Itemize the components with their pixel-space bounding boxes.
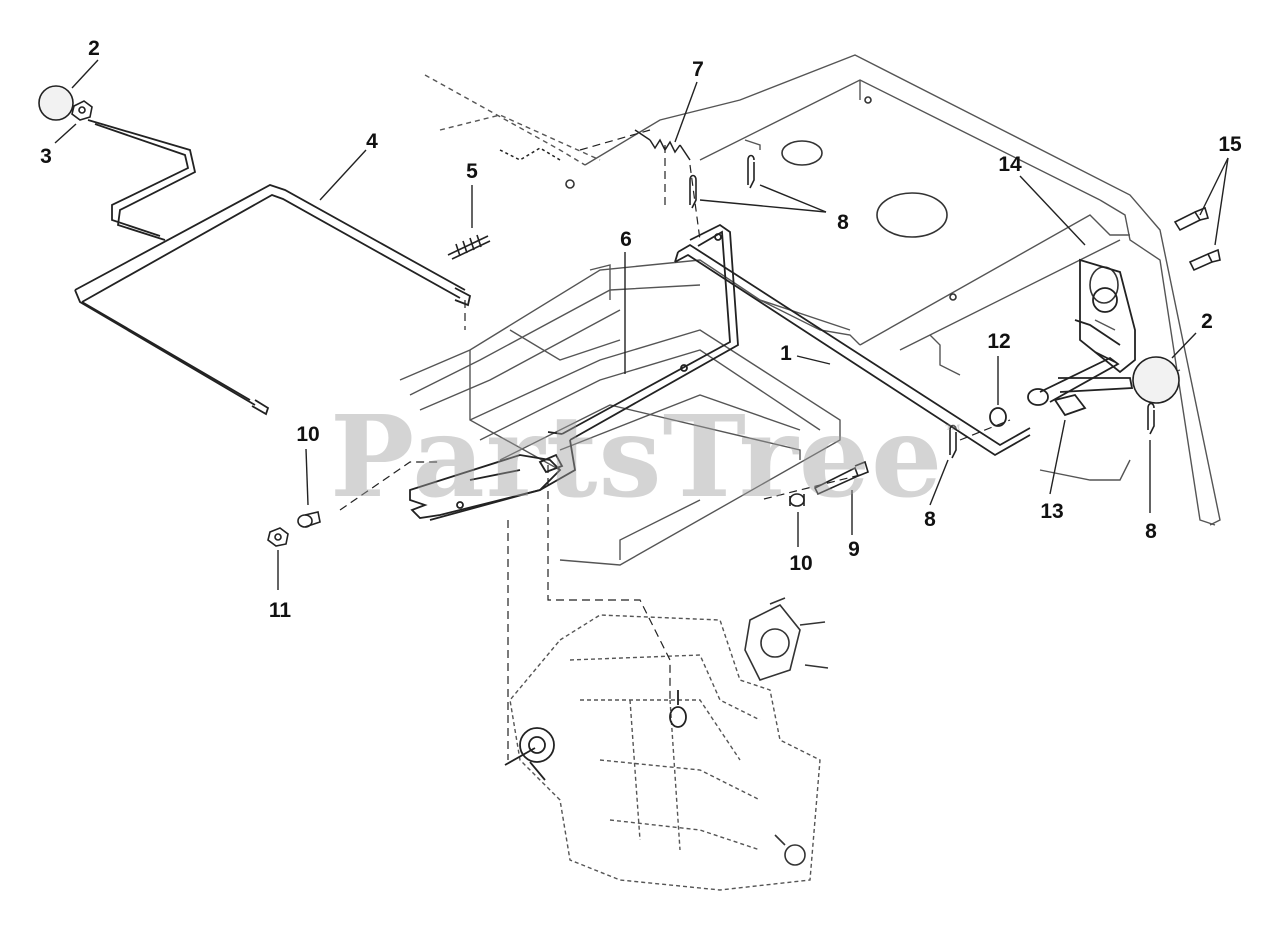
callout-15: 15 <box>1218 133 1242 156</box>
callout-6: 6 <box>620 228 632 251</box>
bolt-part-9 <box>813 460 869 496</box>
callout-3: 3 <box>40 145 52 168</box>
mount-plate-part-14 <box>1074 258 1136 374</box>
callout-5: 5 <box>466 160 478 183</box>
callout-12: 12 <box>987 330 1010 353</box>
callout-7: 7 <box>692 58 704 81</box>
callout-10-mid: 10 <box>789 552 812 575</box>
spacer-part-10-mid <box>789 493 805 507</box>
pivot-part-13 <box>1027 356 1134 417</box>
callout-4: 4 <box>366 130 378 153</box>
washer-part-12 <box>989 407 1007 427</box>
callout-13: 13 <box>1040 500 1063 523</box>
spacer-part-10-left <box>297 511 321 528</box>
callout-9: 9 <box>848 538 860 561</box>
bracket-part-6 <box>429 223 739 521</box>
transaxle-assembly <box>509 614 821 891</box>
frame-cutouts <box>565 96 1119 304</box>
seat-rod-part-4 <box>74 119 472 416</box>
callout-leaders <box>54 59 1229 590</box>
callout-8-mid: 8 <box>924 508 936 531</box>
nut-part-3 <box>71 100 93 121</box>
leader-lines <box>339 129 1011 760</box>
callout-2-topleft: 2 <box>88 37 100 60</box>
callout-11: 11 <box>269 599 292 622</box>
transaxle-hub <box>744 597 829 866</box>
knob-part-2-left <box>38 85 74 121</box>
nut-part-11 <box>267 527 289 547</box>
callout-8-right: 8 <box>1145 520 1157 543</box>
callout-2-right: 2 <box>1201 310 1213 333</box>
callout-1: 1 <box>780 342 792 365</box>
callout-14: 14 <box>998 153 1022 176</box>
callout-labels: 2 3 4 5 6 7 8 14 15 2 1 12 10 11 10 9 8 … <box>40 37 1242 622</box>
pin-part-5 <box>447 234 491 260</box>
bolts-part-15 <box>1173 206 1221 272</box>
control-gear <box>504 690 687 781</box>
chassis-frame <box>399 54 1221 566</box>
control-arm <box>409 453 564 519</box>
knob-part-2-right <box>1132 356 1180 404</box>
hairpin-clips-part-8 <box>689 154 1155 459</box>
spring-part-7 <box>499 129 691 161</box>
callout-10-left: 10 <box>296 423 319 446</box>
main-rod-part-1 <box>674 243 1031 457</box>
callout-8-top: 8 <box>837 211 849 234</box>
